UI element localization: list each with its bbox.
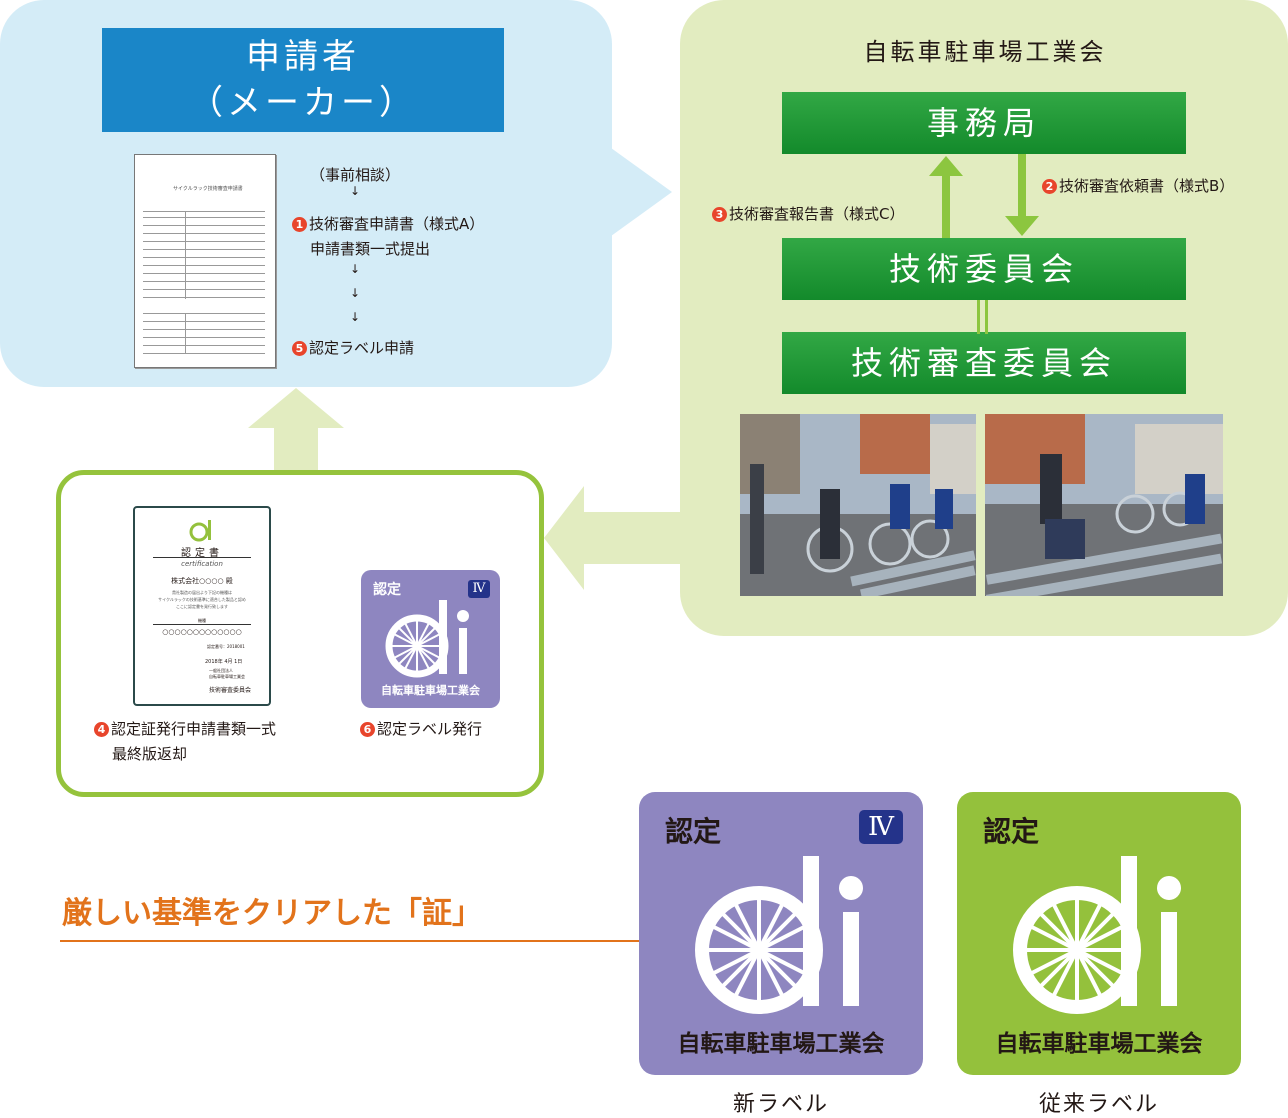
new-label-caption: 新ラベル (732, 1092, 829, 1117)
step1-number: 1 (292, 217, 307, 232)
down-arrow-icon: ↓ (350, 310, 361, 324)
small-badge-grade: Ⅳ (468, 580, 490, 598)
certificate-issuer-3: 技術審査委員会 (209, 687, 252, 694)
inspection-photo-2 (985, 414, 1223, 596)
certificate-date: 2018年 4月 1日 (205, 659, 243, 665)
certificate-product: ○○○○○○○○○○○○○ (162, 628, 242, 636)
old-badge-org: 自転車駐車場工業会 (995, 1031, 1203, 1057)
new-badge-org: 自転車駐車場工業会 (677, 1031, 885, 1057)
applicant-title: 申請者 (246, 37, 360, 77)
inspection-photo-1 (740, 414, 976, 596)
old-label-caption: 従来ラベル (1038, 1092, 1159, 1117)
step6-number: 6 (360, 722, 375, 737)
up-flow-arrow (248, 388, 344, 472)
certificate-heading: 認定書 (181, 548, 223, 559)
down-arrow-icon: ↓ (350, 286, 361, 300)
bubble-pointer (600, 140, 672, 244)
di-logo-small-icon (189, 520, 211, 542)
new-badge-grade: Ⅳ (859, 810, 903, 844)
tagline: 厳しい基準をクリアした「証」 (62, 896, 482, 931)
secretariat-box: 事務局 (782, 92, 1186, 154)
association-title: 自転車駐車場工業会 (863, 38, 1107, 66)
step1-line2: 申請書類一式提出 (310, 240, 431, 258)
small-badge-org: 自転車駐車場工業会 (381, 684, 480, 697)
certificate-body-3: ここに認定書を発行致します (176, 604, 228, 609)
down-arrow-icon: ↓ (350, 184, 361, 198)
tagline-underline (60, 940, 640, 942)
down-arrow-icon: ↓ (350, 262, 361, 276)
certificate-number: 認定番号：2018001 (207, 644, 245, 649)
certificate-product-label: 機種 (198, 618, 206, 623)
step4-line2: 最終版返却 (112, 745, 188, 763)
certificate-heading-en: certification (181, 560, 223, 568)
certificate-body-2: サイクルラックの技術基準に適合した製品と認め (158, 597, 246, 602)
step3-number: 3 (712, 207, 727, 222)
applicant-header: 申請者 （メーカー） (102, 28, 504, 132)
applicant-subtitle: （メーカー） (189, 83, 417, 123)
form-title: サイクルラック技術審査申請書 (173, 186, 243, 192)
tech-committee-box: 技術委員会 (782, 238, 1186, 300)
step4-number: 4 (94, 722, 109, 737)
di-bicycle-wheel-icon (695, 856, 863, 1014)
committee-arrows (929, 154, 1039, 334)
certificate-document: 認定書 certification 株式会社○○○○ 殿 貴社製造の届出より下記… (133, 506, 271, 706)
review-committee-box: 技術審査委員会 (782, 332, 1186, 394)
small-label-badge: 認定 Ⅳ 自転車駐車場工業会 (361, 570, 500, 708)
certificate-issuer-1: 一般社団法人 (209, 668, 233, 673)
di-bicycle-wheel-icon (385, 600, 469, 678)
pre-consult-label: （事前相談） (310, 166, 401, 184)
small-badge-title: 認定 (373, 582, 401, 598)
old-label-badge: 認定 自転車駐車場工業会 (957, 792, 1241, 1075)
step5-number: 5 (292, 341, 307, 356)
new-badge-title: 認定 (665, 815, 722, 848)
application-form-thumbnail: サイクルラック技術審査申請書 (134, 154, 276, 368)
certificate-company: 株式会社○○○○ 殿 (171, 577, 233, 585)
certificate-body-1: 貴社製造の届出より下記の機種は (172, 590, 232, 595)
di-bicycle-wheel-icon (1013, 856, 1181, 1014)
new-label-badge: 認定 Ⅳ 自転車駐車場工業会 (639, 792, 923, 1075)
certificate-issuer-2: 自転車駐車場工業会 (209, 674, 245, 679)
old-badge-title: 認定 (983, 815, 1040, 848)
step2-number: 2 (1042, 179, 1057, 194)
left-flow-arrow (544, 486, 680, 590)
